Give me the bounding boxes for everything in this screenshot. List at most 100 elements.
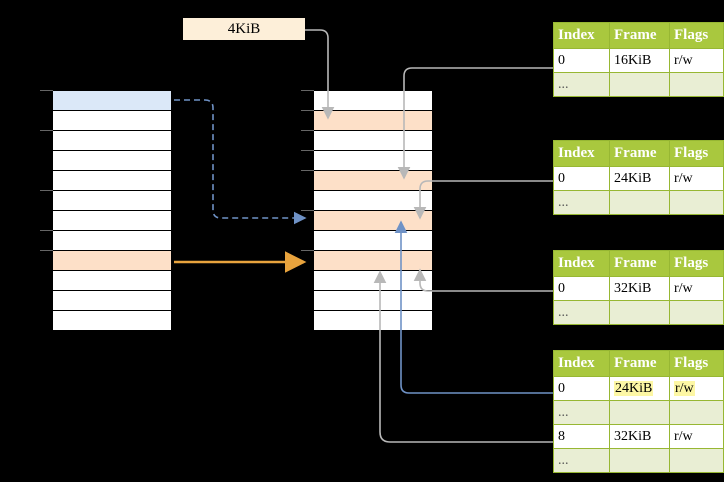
cell-index: 0 xyxy=(553,376,610,401)
cell-flags xyxy=(669,72,724,97)
physical-frame-row[interactable] xyxy=(313,190,433,211)
virtual-page-row[interactable] xyxy=(52,270,172,291)
physical-frame-tick xyxy=(301,130,314,131)
cell-index: 0 xyxy=(553,276,610,301)
cell-frame: 32KiB xyxy=(609,276,670,301)
table-row[interactable]: ... xyxy=(553,300,724,325)
virtual-page-row[interactable] xyxy=(52,150,172,171)
physical-frame-tick xyxy=(301,170,314,171)
column-header-index: Index xyxy=(553,22,610,49)
cell-flags xyxy=(669,190,724,215)
virtual-page-row[interactable] xyxy=(52,90,172,111)
table-row[interactable]: ... xyxy=(553,190,724,215)
cell-frame xyxy=(609,400,670,425)
physical-frame-row[interactable] xyxy=(313,150,433,171)
column-header-flags: Flags xyxy=(669,140,724,167)
column-header-flags: Flags xyxy=(669,22,724,49)
cell-index: ... xyxy=(553,72,610,97)
column-header-index: Index xyxy=(553,140,610,167)
physical-frame-tick xyxy=(301,250,314,251)
virtual-page-tick xyxy=(40,250,53,251)
cell-frame: 24KiB xyxy=(609,166,670,191)
wire-virtual-blue-to-physical xyxy=(174,99,307,225)
virtual-page-tick xyxy=(40,90,53,91)
cell-flags xyxy=(669,448,724,473)
highlighted-value: r/w xyxy=(674,380,695,396)
physical-frame-row[interactable] xyxy=(313,110,433,131)
cell-flags: r/w xyxy=(669,166,724,191)
cell-flags: r/w xyxy=(669,376,724,401)
cell-frame xyxy=(609,72,670,97)
virtual-page-row[interactable] xyxy=(52,190,172,211)
physical-frame-row[interactable] xyxy=(313,290,433,311)
virtual-page-row[interactable] xyxy=(52,210,172,231)
cell-index: 8 xyxy=(553,424,610,449)
cell-index: ... xyxy=(553,300,610,325)
column-header-index: Index xyxy=(553,250,610,277)
cell-flags xyxy=(669,400,724,425)
cell-frame xyxy=(609,190,670,215)
table-row[interactable]: ... xyxy=(553,400,724,425)
physical-frame-row[interactable] xyxy=(313,170,433,191)
cell-index: ... xyxy=(553,190,610,215)
cell-frame: 32KiB xyxy=(609,424,670,449)
virtual-page-tick xyxy=(40,130,53,131)
table-row[interactable]: ... xyxy=(553,448,724,473)
virtual-page-row[interactable] xyxy=(52,310,172,331)
physical-frame-row[interactable] xyxy=(313,310,433,331)
column-header-frame: Frame xyxy=(609,140,670,167)
column-header-flags: Flags xyxy=(669,350,724,377)
table-row[interactable]: ... xyxy=(553,72,724,97)
cell-index: 0 xyxy=(553,166,610,191)
cell-frame xyxy=(609,448,670,473)
physical-frame-row[interactable] xyxy=(313,250,433,271)
physical-frame-row[interactable] xyxy=(313,90,433,111)
cell-flags: r/w xyxy=(669,48,724,73)
virtual-page-tick xyxy=(40,230,53,231)
cell-flags xyxy=(669,300,724,325)
virtual-page-row[interactable] xyxy=(52,110,172,131)
cell-frame: 16KiB xyxy=(609,48,670,73)
physical-frame-tick xyxy=(301,110,314,111)
cell-frame xyxy=(609,300,670,325)
virtual-page-row[interactable] xyxy=(52,290,172,311)
column-header-frame: Frame xyxy=(609,250,670,277)
physical-frame-tick xyxy=(301,90,314,91)
virtual-page-row[interactable] xyxy=(52,170,172,191)
physical-frame-row[interactable] xyxy=(313,210,433,231)
virtual-page-row[interactable] xyxy=(52,230,172,251)
physical-frame-tick xyxy=(301,150,314,151)
column-header-frame: Frame xyxy=(609,22,670,49)
column-header-flags: Flags xyxy=(669,250,724,277)
highlighted-value: 24KiB xyxy=(614,380,654,396)
wire-table3-to-frame xyxy=(413,268,553,292)
cell-flags: r/w xyxy=(669,276,724,301)
physical-frame-tick xyxy=(301,210,314,211)
physical-frame-row[interactable] xyxy=(313,130,433,151)
virtual-page-row[interactable] xyxy=(52,250,172,271)
virtual-page-tick xyxy=(40,190,53,191)
column-header-frame: Frame xyxy=(609,350,670,377)
cell-index: ... xyxy=(553,400,610,425)
physical-frame-row[interactable] xyxy=(313,230,433,251)
cell-index: ... xyxy=(553,448,610,473)
virtual-page-row[interactable] xyxy=(52,130,172,151)
cell-flags: r/w xyxy=(669,424,724,449)
cell-index: 0 xyxy=(553,48,610,73)
cell-frame: 24KiB xyxy=(609,376,670,401)
physical-frame-row[interactable] xyxy=(313,270,433,291)
